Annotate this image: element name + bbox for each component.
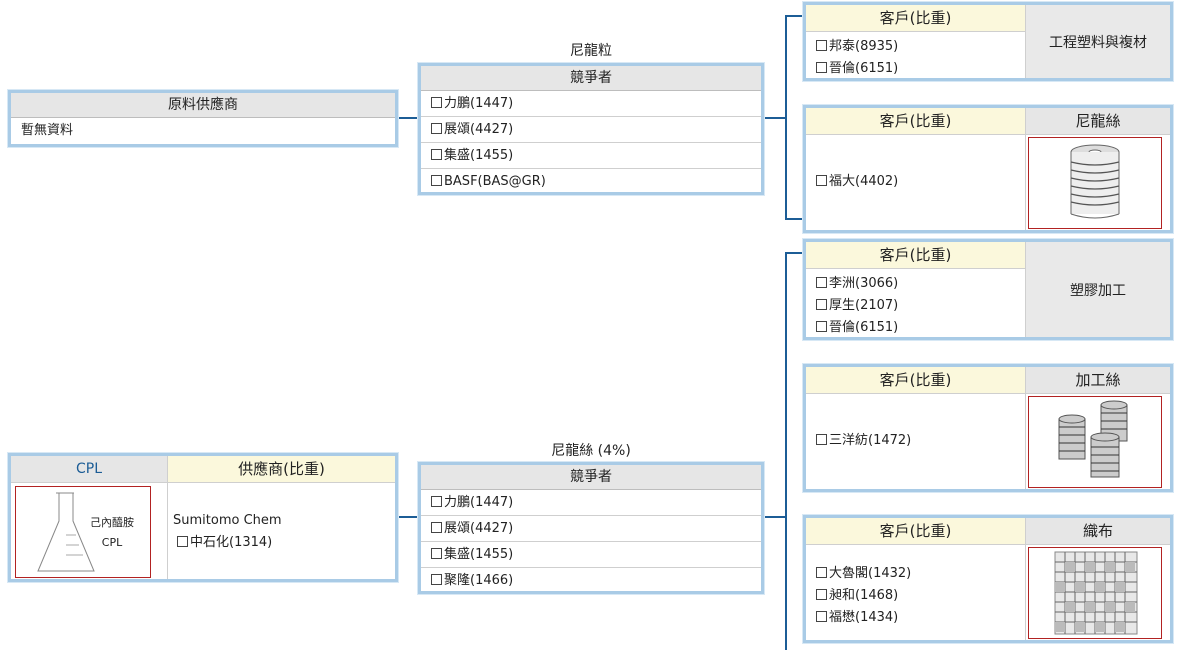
application-header: 加工絲: [1026, 367, 1170, 394]
supplier-name: Sumitomo Chem: [173, 513, 282, 528]
connector-line: [785, 218, 803, 220]
competitor-item[interactable]: 展頌(4427): [421, 516, 761, 542]
customer-item[interactable]: 福大(4402): [806, 171, 1025, 193]
checkbox[interactable]: [816, 321, 827, 332]
product-title-bottom: 尼龍絲 (4%): [551, 443, 631, 459]
yarn-cones-icon: [1058, 400, 1128, 478]
application-label: 工程塑料與複材: [1049, 34, 1147, 51]
competitor-item[interactable]: BASF(BAS@GR): [421, 169, 761, 194]
checkbox[interactable]: [816, 434, 827, 445]
competitor-item[interactable]: 力鵬(1447): [421, 91, 761, 117]
customer-item[interactable]: 昶和(1468): [806, 585, 1025, 607]
checkbox[interactable]: [431, 548, 442, 559]
checkbox[interactable]: [816, 277, 827, 288]
supplier-item[interactable]: 中石化(1314): [173, 532, 282, 554]
customer-card: 客戶(比重) 三洋紡(1472) 加工絲: [803, 364, 1173, 492]
customer-card: 客戶(比重) 大魯閣(1432) 昶和(1468) 福懋(1434) 織布: [803, 515, 1173, 643]
customer-header: 客戶(比重): [806, 242, 1025, 269]
customer-item[interactable]: 李洲(3066): [806, 273, 1025, 295]
checkbox[interactable]: [816, 567, 827, 578]
customer-header: 客戶(比重): [806, 108, 1025, 135]
customer-card: 客戶(比重) 福大(4402) 尼龍絲: [803, 105, 1173, 233]
flask-icon: [37, 492, 95, 572]
connector-line: [764, 117, 786, 119]
customer-item[interactable]: 邦泰(8935): [806, 36, 1025, 58]
cpl-supplier-box: CPL 供應商(比重) 己內醯胺 CPL Sumitomo Chem 中石化(1…: [8, 453, 398, 582]
customer-card: 客戶(比重) 邦泰(8935) 晉倫(6151) 工程塑料與複材: [803, 2, 1173, 81]
customer-item[interactable]: 三洋紡(1472): [806, 430, 1025, 452]
competitor-item[interactable]: 展頌(4427): [421, 117, 761, 143]
yarn-cones-image: [1028, 396, 1162, 488]
customer-item[interactable]: 晉倫(6151): [806, 317, 1025, 339]
competitor-header: 競爭者: [421, 465, 761, 490]
application-header: 織布: [1026, 518, 1170, 545]
checkbox[interactable]: [816, 299, 827, 310]
connector-line: [785, 252, 803, 254]
cpl-header: CPL: [11, 456, 168, 483]
customer-header: 客戶(比重): [806, 5, 1025, 32]
customer-item[interactable]: 大魯閣(1432): [806, 563, 1025, 585]
checkbox[interactable]: [431, 97, 442, 108]
checkbox[interactable]: [816, 611, 827, 622]
checkbox[interactable]: [431, 175, 442, 186]
supplier-ratio-header: 供應商(比重): [168, 456, 395, 483]
connector-line: [764, 516, 786, 518]
customer-item[interactable]: 厚生(2107): [806, 295, 1025, 317]
supplier-empty-text: 暫無資料: [21, 123, 74, 138]
raw-material-supplier-box: 原料供應商 暫無資料: [8, 90, 398, 147]
application-header: 尼龍絲: [1026, 108, 1170, 135]
divider: [167, 483, 168, 579]
checkbox[interactable]: [816, 175, 827, 186]
connector-line: [398, 117, 418, 119]
checkbox[interactable]: [816, 589, 827, 600]
checkbox[interactable]: [431, 149, 442, 160]
connector-line: [398, 516, 418, 518]
woven-fabric-image: [1028, 547, 1162, 639]
customer-header: 客戶(比重): [806, 518, 1025, 545]
application-label: 塑膠加工: [1070, 282, 1126, 299]
customer-card: 客戶(比重) 李洲(3066) 厚生(2107) 晉倫(6151) 塑膠加工: [803, 239, 1173, 340]
flask-label: 己內醯胺: [90, 516, 134, 529]
customer-item[interactable]: 福懋(1434): [806, 607, 1025, 629]
competitor-box-bottom: 競爭者 力鵬(1447) 展頌(4427) 集盛(1455) 聚隆(1466): [418, 462, 764, 594]
checkbox[interactable]: [816, 40, 827, 51]
supplier-header: 原料供應商: [11, 93, 395, 118]
competitor-item[interactable]: 集盛(1455): [421, 542, 761, 568]
checkbox[interactable]: [431, 123, 442, 134]
customer-header: 客戶(比重): [806, 367, 1025, 394]
checkbox[interactable]: [431, 522, 442, 533]
connector-line: [785, 15, 803, 17]
connector-line: [785, 252, 787, 650]
competitor-item[interactable]: 聚隆(1466): [421, 568, 761, 593]
yarn-spool-icon: [1070, 144, 1120, 219]
checkbox[interactable]: [177, 536, 188, 547]
connector-line: [785, 15, 787, 220]
checkbox[interactable]: [816, 62, 827, 73]
checkbox[interactable]: [431, 574, 442, 585]
product-title-top: 尼龍粒: [570, 43, 612, 59]
competitor-header: 競爭者: [421, 66, 761, 91]
competitor-item[interactable]: 力鵬(1447): [421, 490, 761, 516]
checkbox[interactable]: [431, 496, 442, 507]
competitor-item[interactable]: 集盛(1455): [421, 143, 761, 169]
yarn-spool-image: [1028, 137, 1162, 229]
cpl-flask-image: 己內醯胺 CPL: [15, 486, 151, 578]
competitor-box-top: 競爭者 力鵬(1447) 展頌(4427) 集盛(1455) BASF(BAS@…: [418, 63, 764, 195]
customer-item[interactable]: 晉倫(6151): [806, 58, 1025, 80]
woven-fabric-icon: [1054, 551, 1138, 635]
flask-label-sub: CPL: [101, 536, 123, 549]
